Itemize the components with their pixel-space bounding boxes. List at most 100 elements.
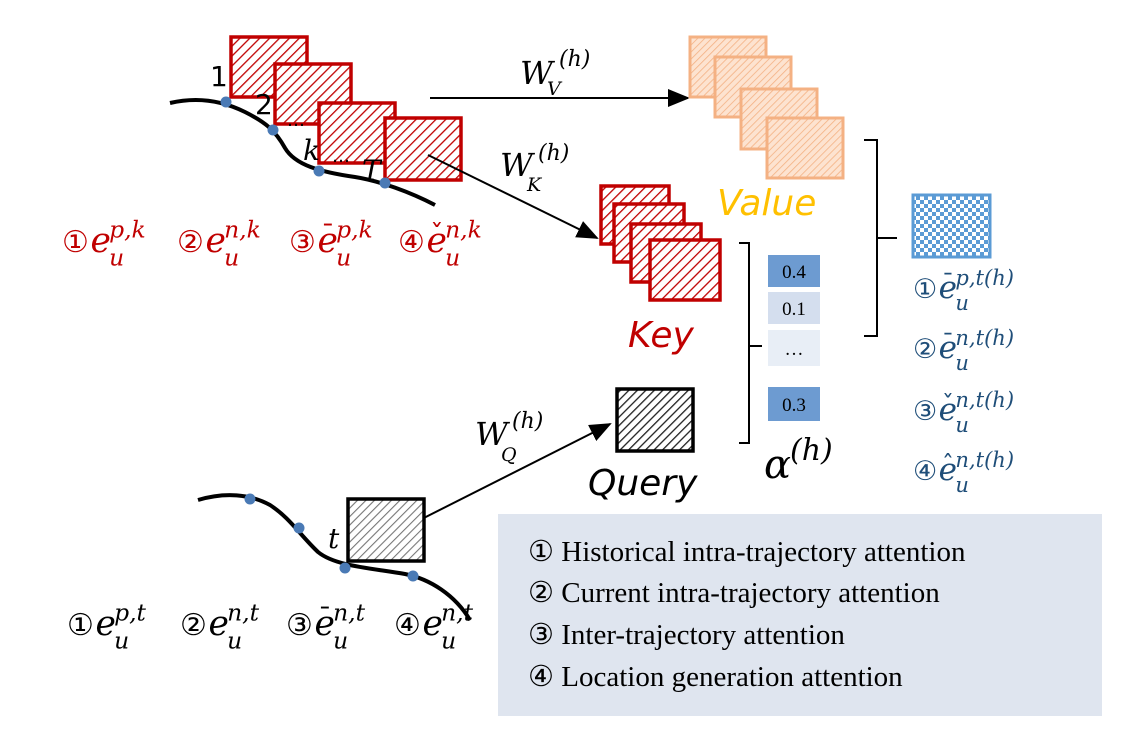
superscript: p,k: [109, 216, 146, 244]
embedding-symbol: e: [315, 604, 335, 644]
key-projection-label: W (h) K: [500, 141, 569, 196]
key-label: Key: [628, 315, 694, 356]
query-box: [615, 387, 695, 453]
embedding-symbol: e: [939, 270, 957, 306]
circled-number: ④: [394, 608, 421, 643]
current-point-label: t: [328, 522, 340, 555]
history-ellipsis: …: [287, 110, 305, 131]
subscript: u: [445, 244, 460, 272]
accent-mark: ¯: [942, 327, 954, 356]
legend-item-historical-intra: ① Historical intra-trajectory attention: [528, 536, 966, 568]
circled-number: ②: [180, 608, 207, 643]
subscript: u: [955, 412, 969, 437]
history-node: [379, 177, 391, 189]
history-node: [220, 96, 232, 108]
embedding-symbol: e: [96, 604, 116, 644]
svg-text:Q: Q: [501, 444, 517, 466]
embedding-symbol: e: [318, 221, 338, 261]
value-projection-label: W (h) V: [520, 47, 590, 100]
history-node: [313, 165, 325, 177]
superscript: n,k: [224, 216, 261, 244]
svg-text:W: W: [500, 146, 536, 184]
weight-cell: [768, 255, 820, 287]
subscript: u: [227, 627, 242, 655]
circled-number: ①: [67, 608, 94, 643]
superscript: n,t: [227, 599, 259, 627]
key-projection-arrow: [427, 154, 599, 239]
embedding-symbol: e: [209, 604, 229, 644]
subscript: u: [336, 244, 351, 272]
superscript: n,t(h): [955, 325, 1014, 350]
subscript: u: [955, 472, 969, 497]
history-point-label-T: T: [362, 154, 383, 187]
output-box: [911, 193, 992, 259]
embedding-symbol: e: [427, 221, 447, 261]
key-query-bracket: [739, 242, 762, 444]
weight-cell: [768, 292, 820, 324]
history-point-label-2: 2: [255, 88, 273, 121]
embedding-symbol: e: [423, 604, 443, 644]
accent-mark: ¯: [942, 267, 954, 296]
subscript: u: [333, 627, 348, 655]
svg-text:(h): (h): [559, 47, 590, 72]
svg-text:(h): (h): [512, 409, 543, 434]
key-box: [648, 238, 722, 302]
embedding-symbol: e: [939, 392, 957, 428]
superscript: p,t(h): [955, 265, 1014, 290]
weight-value: 0.4: [782, 262, 806, 283]
embedding-symbol: e: [939, 452, 957, 488]
current-node: [407, 570, 419, 582]
subscript: u: [441, 627, 456, 655]
subscript: u: [114, 627, 129, 655]
superscript: n,t: [333, 599, 365, 627]
current-node: [339, 562, 351, 574]
query-projection-arrow: [399, 423, 612, 531]
svg-text:(h): (h): [790, 433, 833, 468]
legend-item-location-generation: ④ Location generation attention: [528, 661, 903, 693]
circled-number: ②: [177, 225, 204, 260]
svg-text:V: V: [547, 78, 563, 100]
svg-text:W: W: [520, 54, 556, 92]
legend-box: ① Historical intra-trajectory attention …: [498, 514, 1102, 716]
query-label: Query: [588, 463, 698, 504]
circled-number: ①: [62, 225, 89, 260]
subscript: u: [955, 290, 969, 315]
history-point-box-T: [383, 116, 463, 182]
subscript: u: [955, 350, 969, 375]
superscript: n,k: [445, 216, 482, 244]
circled-number: ③: [286, 608, 313, 643]
weight-cell: [768, 330, 820, 366]
history-point-box-k: [317, 101, 397, 165]
alpha-label: α (h): [764, 433, 833, 488]
superscript: n,t(h): [955, 447, 1014, 472]
accent-mark: ˇ: [942, 389, 954, 418]
superscript: p,t: [114, 599, 146, 627]
superscript: n,t(h): [955, 387, 1014, 412]
subscript: u: [109, 244, 124, 272]
superscript: n,t: [441, 599, 473, 627]
accent-mark: ˇ: [430, 220, 444, 251]
circled-number: ④: [913, 456, 937, 487]
query-projection-label: W (h) Q: [475, 409, 543, 466]
circled-number: ④: [398, 225, 425, 260]
svg-text:W: W: [475, 415, 511, 453]
value-label: Value: [717, 183, 816, 224]
circled-number: ①: [913, 274, 937, 305]
circled-number: ③: [913, 396, 937, 427]
legend-item-inter-trajectory: ③ Inter-trajectory attention: [528, 619, 845, 651]
accent-mark: ¯: [318, 603, 332, 634]
current-node: [293, 522, 305, 534]
subscript: u: [224, 244, 239, 272]
circled-number: ③: [289, 225, 316, 260]
embedding-symbol: e: [206, 221, 226, 261]
current-point-box: [346, 497, 426, 563]
weight-value: …: [785, 339, 804, 360]
history-node: [267, 124, 279, 136]
legend-item-current-intra: ② Current intra-trajectory attention: [528, 577, 940, 609]
value-box: [765, 116, 845, 180]
weight-value: 0.1: [782, 299, 806, 320]
